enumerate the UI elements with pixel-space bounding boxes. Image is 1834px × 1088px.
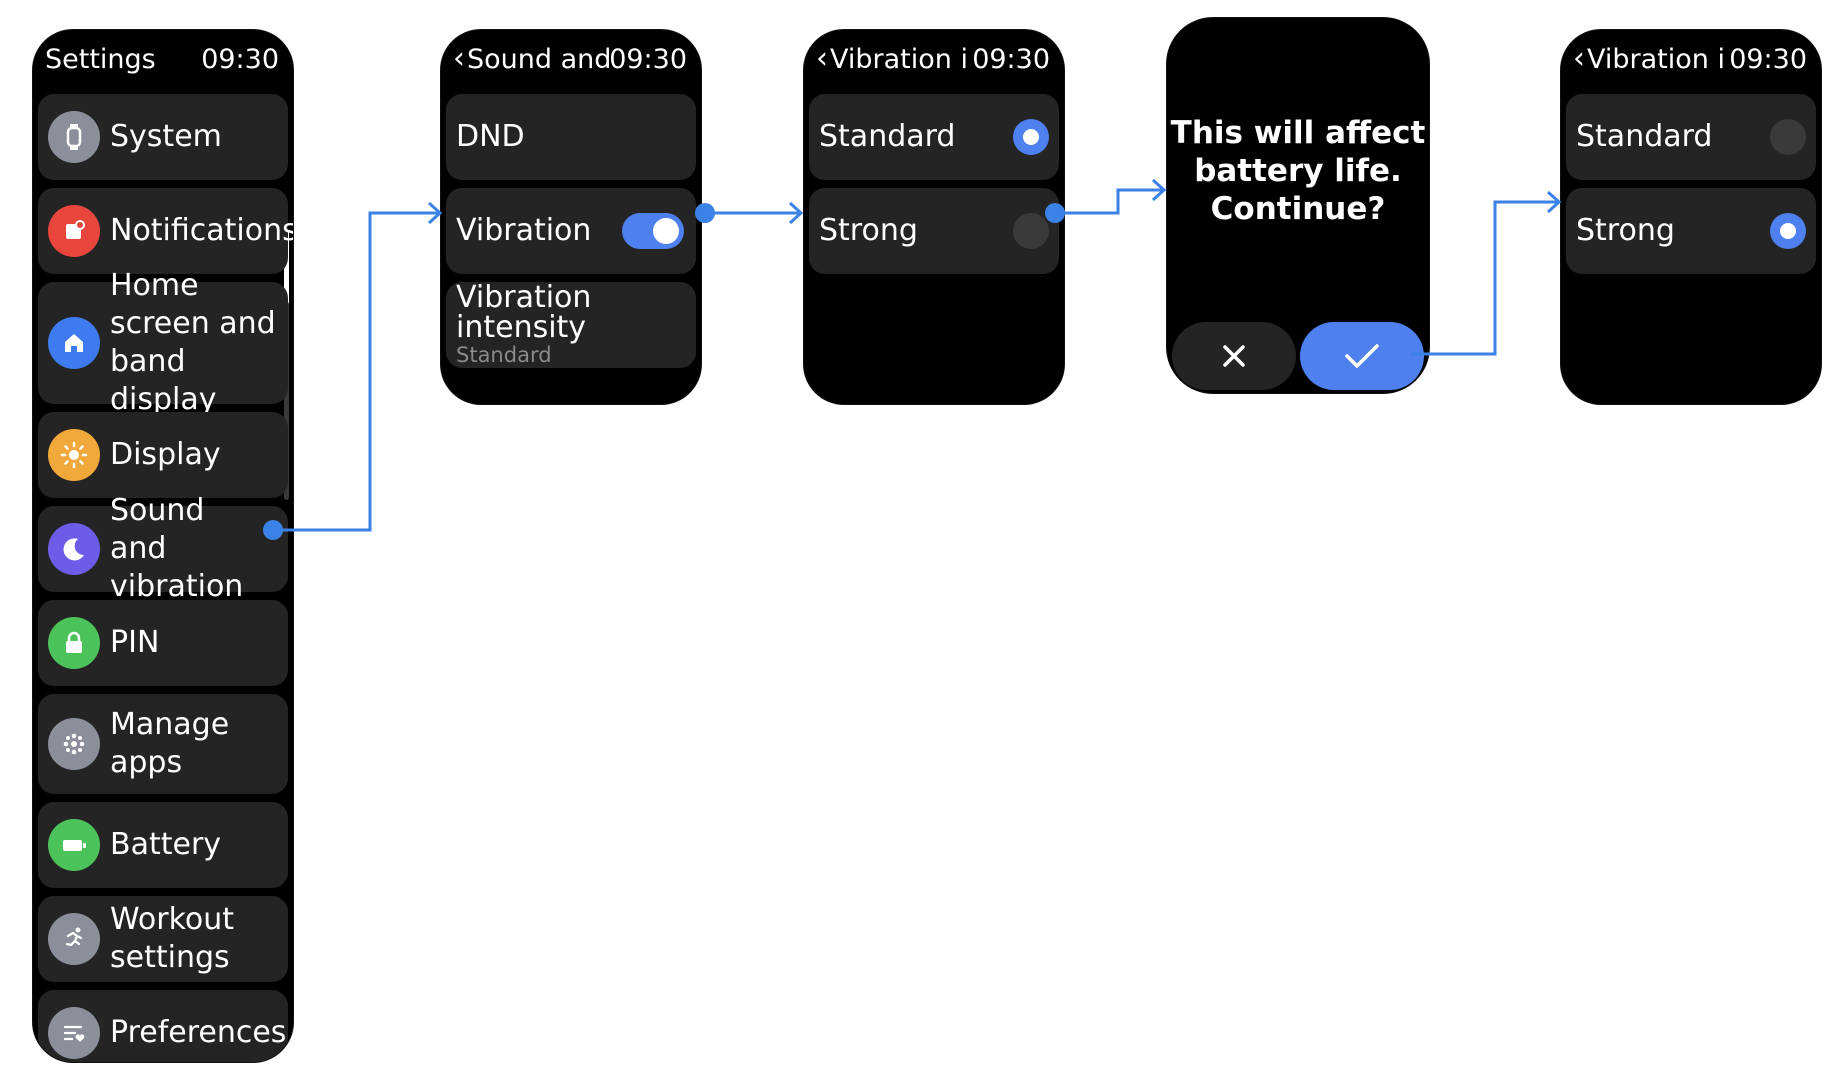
sun-icon <box>48 429 100 481</box>
settings-item-label: Notifications <box>110 213 293 248</box>
connector-dot <box>695 203 715 223</box>
option-standard[interactable]: Standard <box>1566 94 1816 180</box>
option-label: Strong <box>1576 213 1675 248</box>
home-icon <box>48 317 100 369</box>
lock-icon <box>48 617 100 669</box>
settings-item-sound-and-vibration[interactable]: Sound and vibration <box>38 493 288 604</box>
option-label: Strong <box>819 213 918 248</box>
settings-item-label: PIN <box>110 625 160 660</box>
option-label: Standard <box>819 119 956 154</box>
radio-standard[interactable] <box>1770 119 1806 155</box>
connector-dot <box>1045 203 1065 223</box>
dialog-message-line: battery life. <box>1194 153 1402 189</box>
settings-item-preferences[interactable]: Preferences <box>38 990 288 1062</box>
back-icon[interactable]: ‹ <box>816 43 828 75</box>
vibration-item[interactable]: Vibration <box>446 188 696 274</box>
settings-item-system[interactable]: System <box>38 94 288 180</box>
status-bar: ‹Sound and 09:30 <box>441 30 701 88</box>
clock: 09:30 <box>201 43 279 75</box>
settings-item-pin[interactable]: PIN <box>38 600 288 686</box>
dialog-message-line: Continue? <box>1210 191 1386 227</box>
settings-item-label: Manage apps <box>110 707 230 780</box>
page-title: Sound and <box>467 43 610 75</box>
page-title: Settings <box>45 43 156 75</box>
notification-icon <box>48 205 100 257</box>
preferences-icon <box>48 1007 100 1059</box>
vibration-intensity-item[interactable]: Vibration intensity Standard <box>446 282 696 368</box>
confirm-button[interactable] <box>1300 322 1424 390</box>
connector-confirm-to-result <box>1411 200 1558 356</box>
option-label: Standard <box>1576 119 1713 154</box>
settings-item-workout-settings[interactable]: Workout settings <box>38 896 288 982</box>
running-icon <box>48 913 100 965</box>
vibration-intensity-label: Vibration intensity <box>456 280 592 345</box>
arrowhead <box>788 201 804 225</box>
arrowhead <box>1151 178 1167 202</box>
back-icon[interactable]: ‹ <box>453 43 465 75</box>
vibration-intensity-screen: ‹Vibration i 09:30 Standard Strong <box>804 30 1064 404</box>
settings-item-label: Home screen and band display <box>110 268 276 417</box>
settings-item-notifications[interactable]: Notifications <box>38 188 293 274</box>
status-bar: ‹Vibration i 09:30 <box>1561 30 1821 88</box>
status-bar: Settings 09:30 <box>33 30 293 88</box>
connector-settings-to-sound <box>273 211 439 532</box>
settings-item-label: System <box>110 119 222 154</box>
status-bar: ‹Vibration i 09:30 <box>804 30 1064 88</box>
settings-item-label: Preferences <box>110 1015 287 1050</box>
settings-item-battery[interactable]: Battery <box>38 802 288 888</box>
settings-item-home-screen[interactable]: Home screen and band display <box>38 268 288 417</box>
battery-icon <box>48 819 100 871</box>
clock: 09:30 <box>609 43 687 75</box>
clock: 09:30 <box>972 43 1050 75</box>
radio-standard[interactable] <box>1013 119 1049 155</box>
check-icon <box>1345 344 1379 368</box>
dialog-message-line: This will affect <box>1170 115 1426 151</box>
settings-screen: Settings 09:30 System Notifications Home… <box>33 30 293 1062</box>
scrollbar[interactable] <box>284 230 289 304</box>
vibration-intensity-value: Standard <box>456 343 552 367</box>
close-icon <box>1223 345 1245 367</box>
moon-icon <box>48 523 100 575</box>
option-standard[interactable]: Standard <box>809 94 1059 180</box>
page-title: Vibration i <box>1587 43 1725 75</box>
settings-item-label: Display <box>110 437 221 472</box>
radio-strong[interactable] <box>1013 213 1049 249</box>
clock: 09:30 <box>1729 43 1807 75</box>
settings-item-manage-apps[interactable]: Manage apps <box>38 694 288 794</box>
back-icon[interactable]: ‹ <box>1573 43 1585 75</box>
option-strong[interactable]: Strong <box>809 188 1059 274</box>
connector-strong-to-dialog <box>1055 188 1163 215</box>
vibration-intensity-screen-updated: ‹Vibration i 09:30 Standard Strong <box>1561 30 1821 404</box>
sound-and-vibration-screen: ‹Sound and 09:30 DND Vibration Vibration… <box>441 30 701 404</box>
dialog-message: This will affect battery life. Continue? <box>1167 114 1429 228</box>
toggle-knob <box>653 218 679 244</box>
dnd-label: DND <box>456 119 525 154</box>
settings-item-label: Workout settings <box>110 902 235 975</box>
page-title: Vibration i <box>830 43 968 75</box>
option-strong[interactable]: Strong <box>1566 188 1816 274</box>
settings-item-label: Sound and vibration <box>110 493 244 604</box>
arrowhead <box>1546 190 1562 214</box>
apps-icon <box>48 718 100 770</box>
vibration-toggle[interactable] <box>622 213 684 249</box>
radio-strong[interactable] <box>1770 213 1806 249</box>
watch-icon <box>48 111 100 163</box>
vibration-label: Vibration <box>456 213 592 248</box>
settings-item-label: Battery <box>110 827 222 862</box>
connector-dot <box>263 520 283 540</box>
dnd-item[interactable]: DND <box>446 94 696 180</box>
cancel-button[interactable] <box>1172 322 1296 390</box>
confirm-dialog-screen: This will affect battery life. Continue? <box>1167 18 1429 393</box>
settings-item-display[interactable]: Display <box>38 412 288 498</box>
arrowhead <box>427 201 443 225</box>
